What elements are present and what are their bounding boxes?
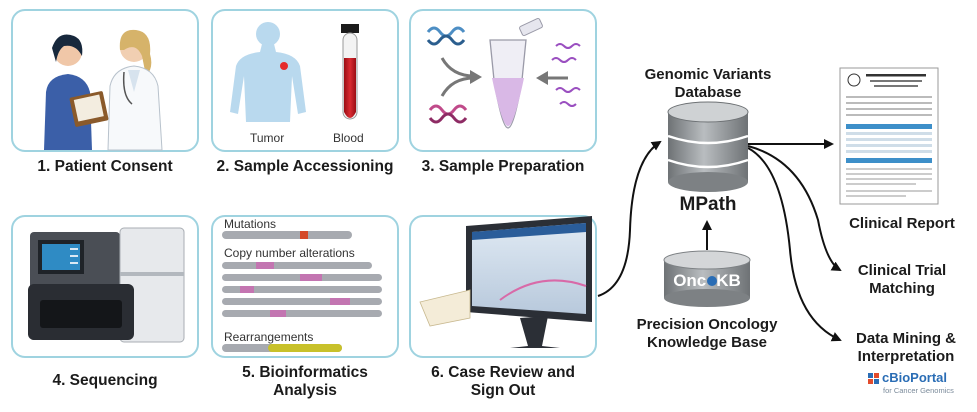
step-1-label: 1. Patient Consent [37, 158, 173, 175]
data-mining-label-line2: Interpretation [857, 348, 955, 365]
cna-label: Copy number alterations [224, 246, 355, 260]
oncokb-caption-line2: Knowledge Base [646, 334, 768, 351]
database-title-line1: Genomic Variants [644, 66, 772, 83]
database-title-line2: Database [674, 84, 742, 101]
data-mining-label-line1: Data Mining & [856, 330, 956, 347]
cbioportal-logo-icon [868, 373, 879, 384]
oncokb-logo-part1: Onc [673, 271, 707, 290]
cbioportal-tagline: for Cancer Genomics [883, 386, 954, 395]
arrow-to-trials [747, 145, 842, 271]
sample-accessioning-illustration [230, 22, 359, 122]
clinical-trial-label-line1: Clinical Trial [857, 262, 947, 279]
arrow-to-database [597, 140, 662, 297]
clinical-report-label: Clinical Report [849, 215, 955, 232]
panel-patient-consent [11, 9, 199, 152]
mutations-label: Mutations [224, 217, 277, 231]
step-4-label: 4. Sequencing [52, 372, 158, 389]
step-5-label-line1: 5. Bioinformatics [242, 364, 368, 381]
arrow-to-mining [747, 147, 842, 342]
step-2-label: 2. Sample Accessioning [216, 158, 394, 175]
oncokb-cylinder-icon [663, 250, 751, 307]
blood-label: Blood [333, 131, 364, 145]
sample-preparation-illustration [426, 17, 581, 129]
oncokb-logo: Onc KB [664, 271, 750, 291]
tumor-label: Tumor [250, 131, 285, 145]
sequencer-illustration [28, 227, 185, 343]
step-6-label-line2: Sign Out [470, 382, 536, 399]
clinical-report-document [839, 67, 939, 205]
clinical-trial-label-line2: Matching [869, 280, 935, 297]
oncokb-logo-part2: KB [716, 271, 741, 290]
database-icon [667, 101, 749, 192]
oncokb-caption-line1: Precision Oncology [636, 316, 778, 333]
monitor-illustration [419, 216, 592, 348]
cbioportal-name: cBioPortal [882, 370, 948, 385]
chromosome-illustration [222, 231, 382, 352]
rearrangements-label: Rearrangements [224, 330, 314, 344]
step-5-label-line2: Analysis [273, 382, 337, 399]
step-6-label-line1: 6. Case Review and [431, 364, 575, 381]
step-3-label: 3. Sample Preparation [421, 158, 585, 175]
mpath-label: MPath [679, 194, 737, 215]
patient-consent-illustration [44, 29, 163, 151]
